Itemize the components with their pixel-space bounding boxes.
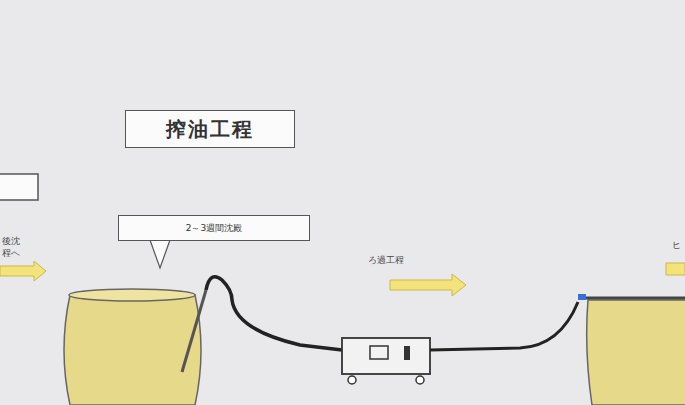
tank-top [69, 289, 195, 301]
step-label: 後沈 程へ [2, 236, 29, 259]
step-label: ろ過工程 [368, 255, 404, 267]
pump-switch [404, 346, 410, 360]
callout-box: 2～3週間沈殿 [118, 215, 310, 241]
tank-clip [578, 294, 586, 300]
suction-pipe [182, 290, 206, 372]
tank-rim [580, 297, 685, 300]
tank [587, 300, 685, 405]
wheel [416, 376, 424, 384]
partial-box [0, 174, 38, 200]
flow-arrow [0, 261, 46, 281]
pump [342, 338, 430, 374]
pump-panel [370, 346, 388, 359]
flow-arrow [666, 263, 685, 275]
process-title-box: 搾油工程 [125, 110, 295, 148]
flow-arrow [390, 274, 466, 296]
wheel [348, 376, 356, 384]
callout-pointer [150, 240, 170, 268]
hose [430, 302, 578, 350]
step-label: ヒ [672, 240, 681, 252]
box-text: 2～3週間沈殿 [186, 222, 242, 235]
box-text: 搾油工程 [166, 116, 254, 143]
hose [206, 277, 342, 350]
tank [64, 295, 201, 405]
